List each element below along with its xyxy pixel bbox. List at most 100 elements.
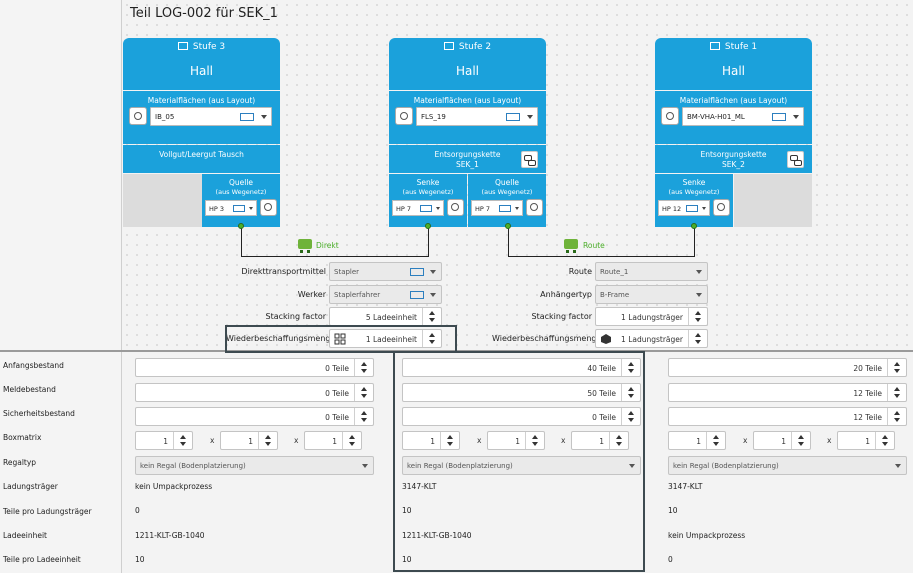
spin-arrows-icon[interactable] bbox=[887, 408, 906, 425]
port-quelle: Quelle(aus Wegenetz) HP 7 bbox=[468, 174, 546, 227]
ladeeinheit-value: kein Umpackprozess bbox=[668, 531, 746, 540]
teile-pro-le-value: 0 bbox=[668, 555, 673, 564]
target-icon[interactable] bbox=[661, 107, 679, 125]
boxmatrix-y-spinbox[interactable]: 1 bbox=[753, 431, 811, 450]
connection-point[interactable] bbox=[691, 223, 697, 229]
boxmatrix-x-spinbox[interactable]: 1 bbox=[668, 431, 726, 450]
link-icon bbox=[499, 205, 511, 212]
stage-card-2: Stufe 2 Hall Materialflächen (aus Layout… bbox=[389, 38, 546, 227]
wbm-spinbox[interactable]: 1 Ladungsträger bbox=[595, 329, 708, 348]
boxmatrix-value: 1 bbox=[696, 437, 701, 446]
spin-arrows-icon[interactable] bbox=[422, 330, 441, 347]
connection-point[interactable] bbox=[238, 223, 244, 229]
target-icon[interactable] bbox=[447, 199, 464, 216]
boxmatrix-z-spinbox[interactable]: 1 bbox=[837, 431, 895, 450]
row-label-teile-pro-ladungstraeger: Teile pro Ladungsträger bbox=[3, 507, 92, 516]
port-label: Senke bbox=[416, 178, 440, 187]
spin-arrows-icon[interactable] bbox=[258, 432, 277, 449]
anfangsbestand-spinbox[interactable]: 0 Teile bbox=[135, 358, 374, 377]
spin-arrows-icon[interactable] bbox=[688, 308, 707, 325]
spin-arrows-icon[interactable] bbox=[875, 432, 894, 449]
stacking-factor-spinbox[interactable]: 1 Ladungsträger bbox=[595, 307, 708, 326]
boxmatrix-x-spinbox[interactable]: 1 bbox=[402, 431, 460, 450]
material-area-value: IB_05 bbox=[155, 113, 175, 121]
row-label-ladeeinheit: Ladeeinheit bbox=[3, 531, 47, 540]
chain-link-icon[interactable] bbox=[521, 151, 538, 168]
regaltyp-select[interactable]: kein Regal (Bodenplatzierung) bbox=[402, 456, 641, 475]
target-icon[interactable] bbox=[526, 199, 543, 216]
stacking-factor-spinbox[interactable]: 5 Ladeeinheit bbox=[329, 307, 442, 326]
meldebestand-value: 12 Teile bbox=[853, 389, 882, 398]
spin-arrows-icon[interactable] bbox=[791, 432, 810, 449]
anfangsbestand-spinbox[interactable]: 40 Teile bbox=[402, 358, 641, 377]
anhaenger-select[interactable]: B-Frame bbox=[595, 285, 708, 304]
spin-arrows-icon[interactable] bbox=[609, 432, 628, 449]
chevron-down-icon bbox=[629, 464, 635, 468]
anfangsbestand-spinbox[interactable]: 20 Teile bbox=[668, 358, 907, 377]
direkt-transport-select[interactable]: Stapler bbox=[329, 262, 442, 281]
warehouse-icon bbox=[177, 42, 188, 50]
spin-arrows-icon[interactable] bbox=[525, 432, 544, 449]
werker-select[interactable]: Staplerfahrer bbox=[329, 285, 442, 304]
spin-arrows-icon[interactable] bbox=[354, 408, 373, 425]
stage-ports: Senke(aus Wegenetz) HP 12 bbox=[655, 174, 812, 227]
stage-title: Stufe 3 bbox=[192, 42, 226, 52]
spin-arrows-icon[interactable] bbox=[887, 384, 906, 401]
material-area-value: FLS_19 bbox=[421, 113, 446, 121]
spin-arrows-icon[interactable] bbox=[440, 432, 459, 449]
meldebestand-spinbox[interactable]: 12 Teile bbox=[668, 383, 907, 402]
regaltyp-select[interactable]: kein Regal (Bodenplatzierung) bbox=[135, 456, 374, 475]
target-icon[interactable] bbox=[260, 199, 277, 216]
boxmatrix-value: 1 bbox=[332, 437, 337, 446]
stage-ports: Quelle(aus Wegenetz) HP 3 bbox=[123, 174, 280, 227]
sicherheitsbestand-value: 0 Teile bbox=[592, 413, 616, 422]
boxmatrix-separator: x bbox=[477, 436, 482, 445]
port-select[interactable]: HP 3 bbox=[205, 200, 257, 216]
spin-arrows-icon[interactable] bbox=[621, 408, 640, 425]
boxmatrix-z-spinbox[interactable]: 1 bbox=[571, 431, 629, 450]
spin-arrows-icon[interactable] bbox=[354, 359, 373, 376]
box-icon bbox=[601, 334, 611, 344]
spin-arrows-icon[interactable] bbox=[688, 330, 707, 347]
boxmatrix-y-spinbox[interactable]: 1 bbox=[487, 431, 545, 450]
port-select[interactable]: HP 7 bbox=[471, 200, 523, 216]
route-select[interactable]: Route_1 bbox=[595, 262, 708, 281]
spin-arrows-icon[interactable] bbox=[621, 359, 640, 376]
material-area-select[interactable]: IB_05 bbox=[150, 107, 272, 126]
sicherheitsbestand-spinbox[interactable]: 12 Teile bbox=[668, 407, 907, 426]
regaltyp-select[interactable]: kein Regal (Bodenplatzierung) bbox=[668, 456, 907, 475]
port-select[interactable]: HP 12 bbox=[658, 200, 710, 216]
boxmatrix-separator: x bbox=[210, 436, 215, 445]
connection-point[interactable] bbox=[425, 223, 431, 229]
spin-arrows-icon[interactable] bbox=[887, 359, 906, 376]
spin-arrows-icon[interactable] bbox=[354, 384, 373, 401]
boxmatrix-separator: x bbox=[294, 436, 299, 445]
boxmatrix-y-spinbox[interactable]: 1 bbox=[220, 431, 278, 450]
spin-arrows-icon[interactable] bbox=[422, 308, 441, 325]
material-area-select[interactable]: FLS_19 bbox=[416, 107, 538, 126]
target-icon[interactable] bbox=[129, 107, 147, 125]
forklift-icon bbox=[298, 239, 312, 253]
boxmatrix-x-spinbox[interactable]: 1 bbox=[135, 431, 193, 450]
sicherheitsbestand-spinbox[interactable]: 0 Teile bbox=[135, 407, 374, 426]
target-icon[interactable] bbox=[713, 199, 730, 216]
chain-link-icon[interactable] bbox=[787, 151, 804, 168]
boxmatrix-z-spinbox[interactable]: 1 bbox=[304, 431, 362, 450]
chevron-down-icon bbox=[430, 270, 436, 274]
stacking-value: 5 Ladeeinheit bbox=[365, 313, 417, 322]
meldebestand-spinbox[interactable]: 0 Teile bbox=[135, 383, 374, 402]
spin-arrows-icon[interactable] bbox=[706, 432, 725, 449]
spin-arrows-icon[interactable] bbox=[621, 384, 640, 401]
spin-arrows-icon[interactable] bbox=[342, 432, 361, 449]
spin-arrows-icon[interactable] bbox=[173, 432, 192, 449]
sicherheitsbestand-spinbox[interactable]: 0 Teile bbox=[402, 407, 641, 426]
material-area-select[interactable]: BM-VHA-H01_ML bbox=[682, 107, 804, 126]
stage-type: Hall bbox=[721, 64, 746, 78]
stage-ports: Senke(aus Wegenetz) HP 7 Quelle(aus Wege… bbox=[389, 174, 546, 227]
connection-point[interactable] bbox=[505, 223, 511, 229]
meldebestand-spinbox[interactable]: 50 Teile bbox=[402, 383, 641, 402]
material-area-panel: Materialflächen (aus Layout) BM-VHA-H01_… bbox=[655, 91, 812, 144]
port-select[interactable]: HP 7 bbox=[392, 200, 444, 216]
wbm-spinbox[interactable]: 1 Ladeeinheit bbox=[329, 329, 442, 348]
target-icon[interactable] bbox=[395, 107, 413, 125]
